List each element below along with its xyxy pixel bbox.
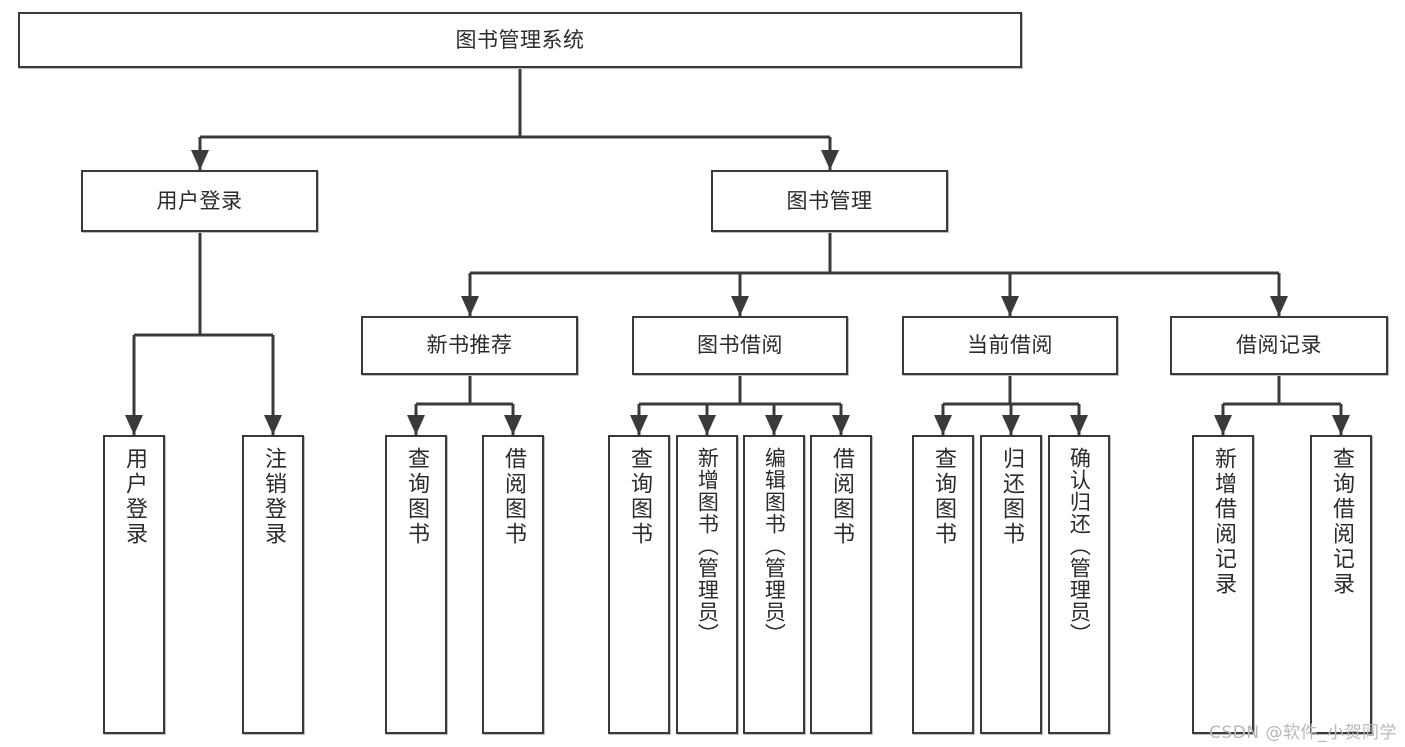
node-label: 当前借阅 bbox=[967, 333, 1053, 358]
leaf-borrow-lend-book[interactable]: 借阅图书 bbox=[810, 435, 872, 734]
node-label: 新增借阅记录 bbox=[1210, 447, 1236, 597]
leaf-record-query[interactable]: 查询借阅记录 bbox=[1310, 435, 1372, 734]
node-current-borrow[interactable]: 当前借阅 bbox=[902, 316, 1118, 375]
leaf-record-add[interactable]: 新增借阅记录 bbox=[1192, 435, 1254, 734]
csdn-watermark: CSDN @软件_小贺同学 bbox=[1209, 723, 1397, 743]
node-label: 用户登录 bbox=[156, 188, 243, 213]
leaf-current-confirm-return-admin[interactable]: 确认归还（管理员） bbox=[1048, 435, 1110, 734]
leaf-borrow-query-book[interactable]: 查询图书 bbox=[608, 435, 670, 734]
node-label: 注销登录 bbox=[260, 447, 286, 547]
node-book-management[interactable]: 图书管理 bbox=[711, 170, 948, 232]
leaf-user-login[interactable]: 用户登录 bbox=[103, 435, 165, 734]
leaf-current-return-book[interactable]: 归还图书 bbox=[980, 435, 1042, 734]
node-label: 借阅记录 bbox=[1236, 333, 1322, 358]
node-label: 确认归还（管理员） bbox=[1067, 447, 1092, 645]
leaf-new-query-book[interactable]: 查询图书 bbox=[385, 435, 447, 734]
node-label: 编辑图书（管理员） bbox=[762, 447, 787, 645]
node-label: 图书管理 bbox=[786, 188, 873, 213]
node-label: 查询图书 bbox=[626, 447, 652, 547]
node-new-book-recommend[interactable]: 新书推荐 bbox=[361, 316, 578, 375]
leaf-current-query-book[interactable]: 查询图书 bbox=[912, 435, 974, 734]
node-label: 图书借阅 bbox=[697, 333, 783, 358]
leaf-new-borrow-book[interactable]: 借阅图书 bbox=[482, 435, 544, 734]
node-label: 借阅图书 bbox=[828, 447, 854, 547]
node-label: 借阅图书 bbox=[500, 447, 526, 547]
node-label: 归还图书 bbox=[998, 447, 1024, 547]
node-label: 新书推荐 bbox=[426, 333, 513, 358]
leaf-borrow-edit-book-admin[interactable]: 编辑图书（管理员） bbox=[743, 435, 805, 734]
node-label: 查询借阅记录 bbox=[1328, 447, 1354, 597]
node-label: 查询图书 bbox=[930, 447, 956, 547]
node-book-borrow[interactable]: 图书借阅 bbox=[632, 316, 848, 375]
node-label: 查询图书 bbox=[403, 447, 429, 547]
node-borrow-record[interactable]: 借阅记录 bbox=[1170, 316, 1388, 375]
node-root-system[interactable]: 图书管理系统 bbox=[18, 12, 1022, 68]
node-user-login[interactable]: 用户登录 bbox=[81, 170, 318, 232]
leaf-user-logout[interactable]: 注销登录 bbox=[242, 435, 304, 734]
node-label: 图书管理系统 bbox=[455, 27, 585, 52]
node-label: 新增图书（管理员） bbox=[695, 447, 720, 645]
leaf-borrow-add-book-admin[interactable]: 新增图书（管理员） bbox=[676, 435, 738, 734]
node-label: 用户登录 bbox=[121, 447, 147, 547]
